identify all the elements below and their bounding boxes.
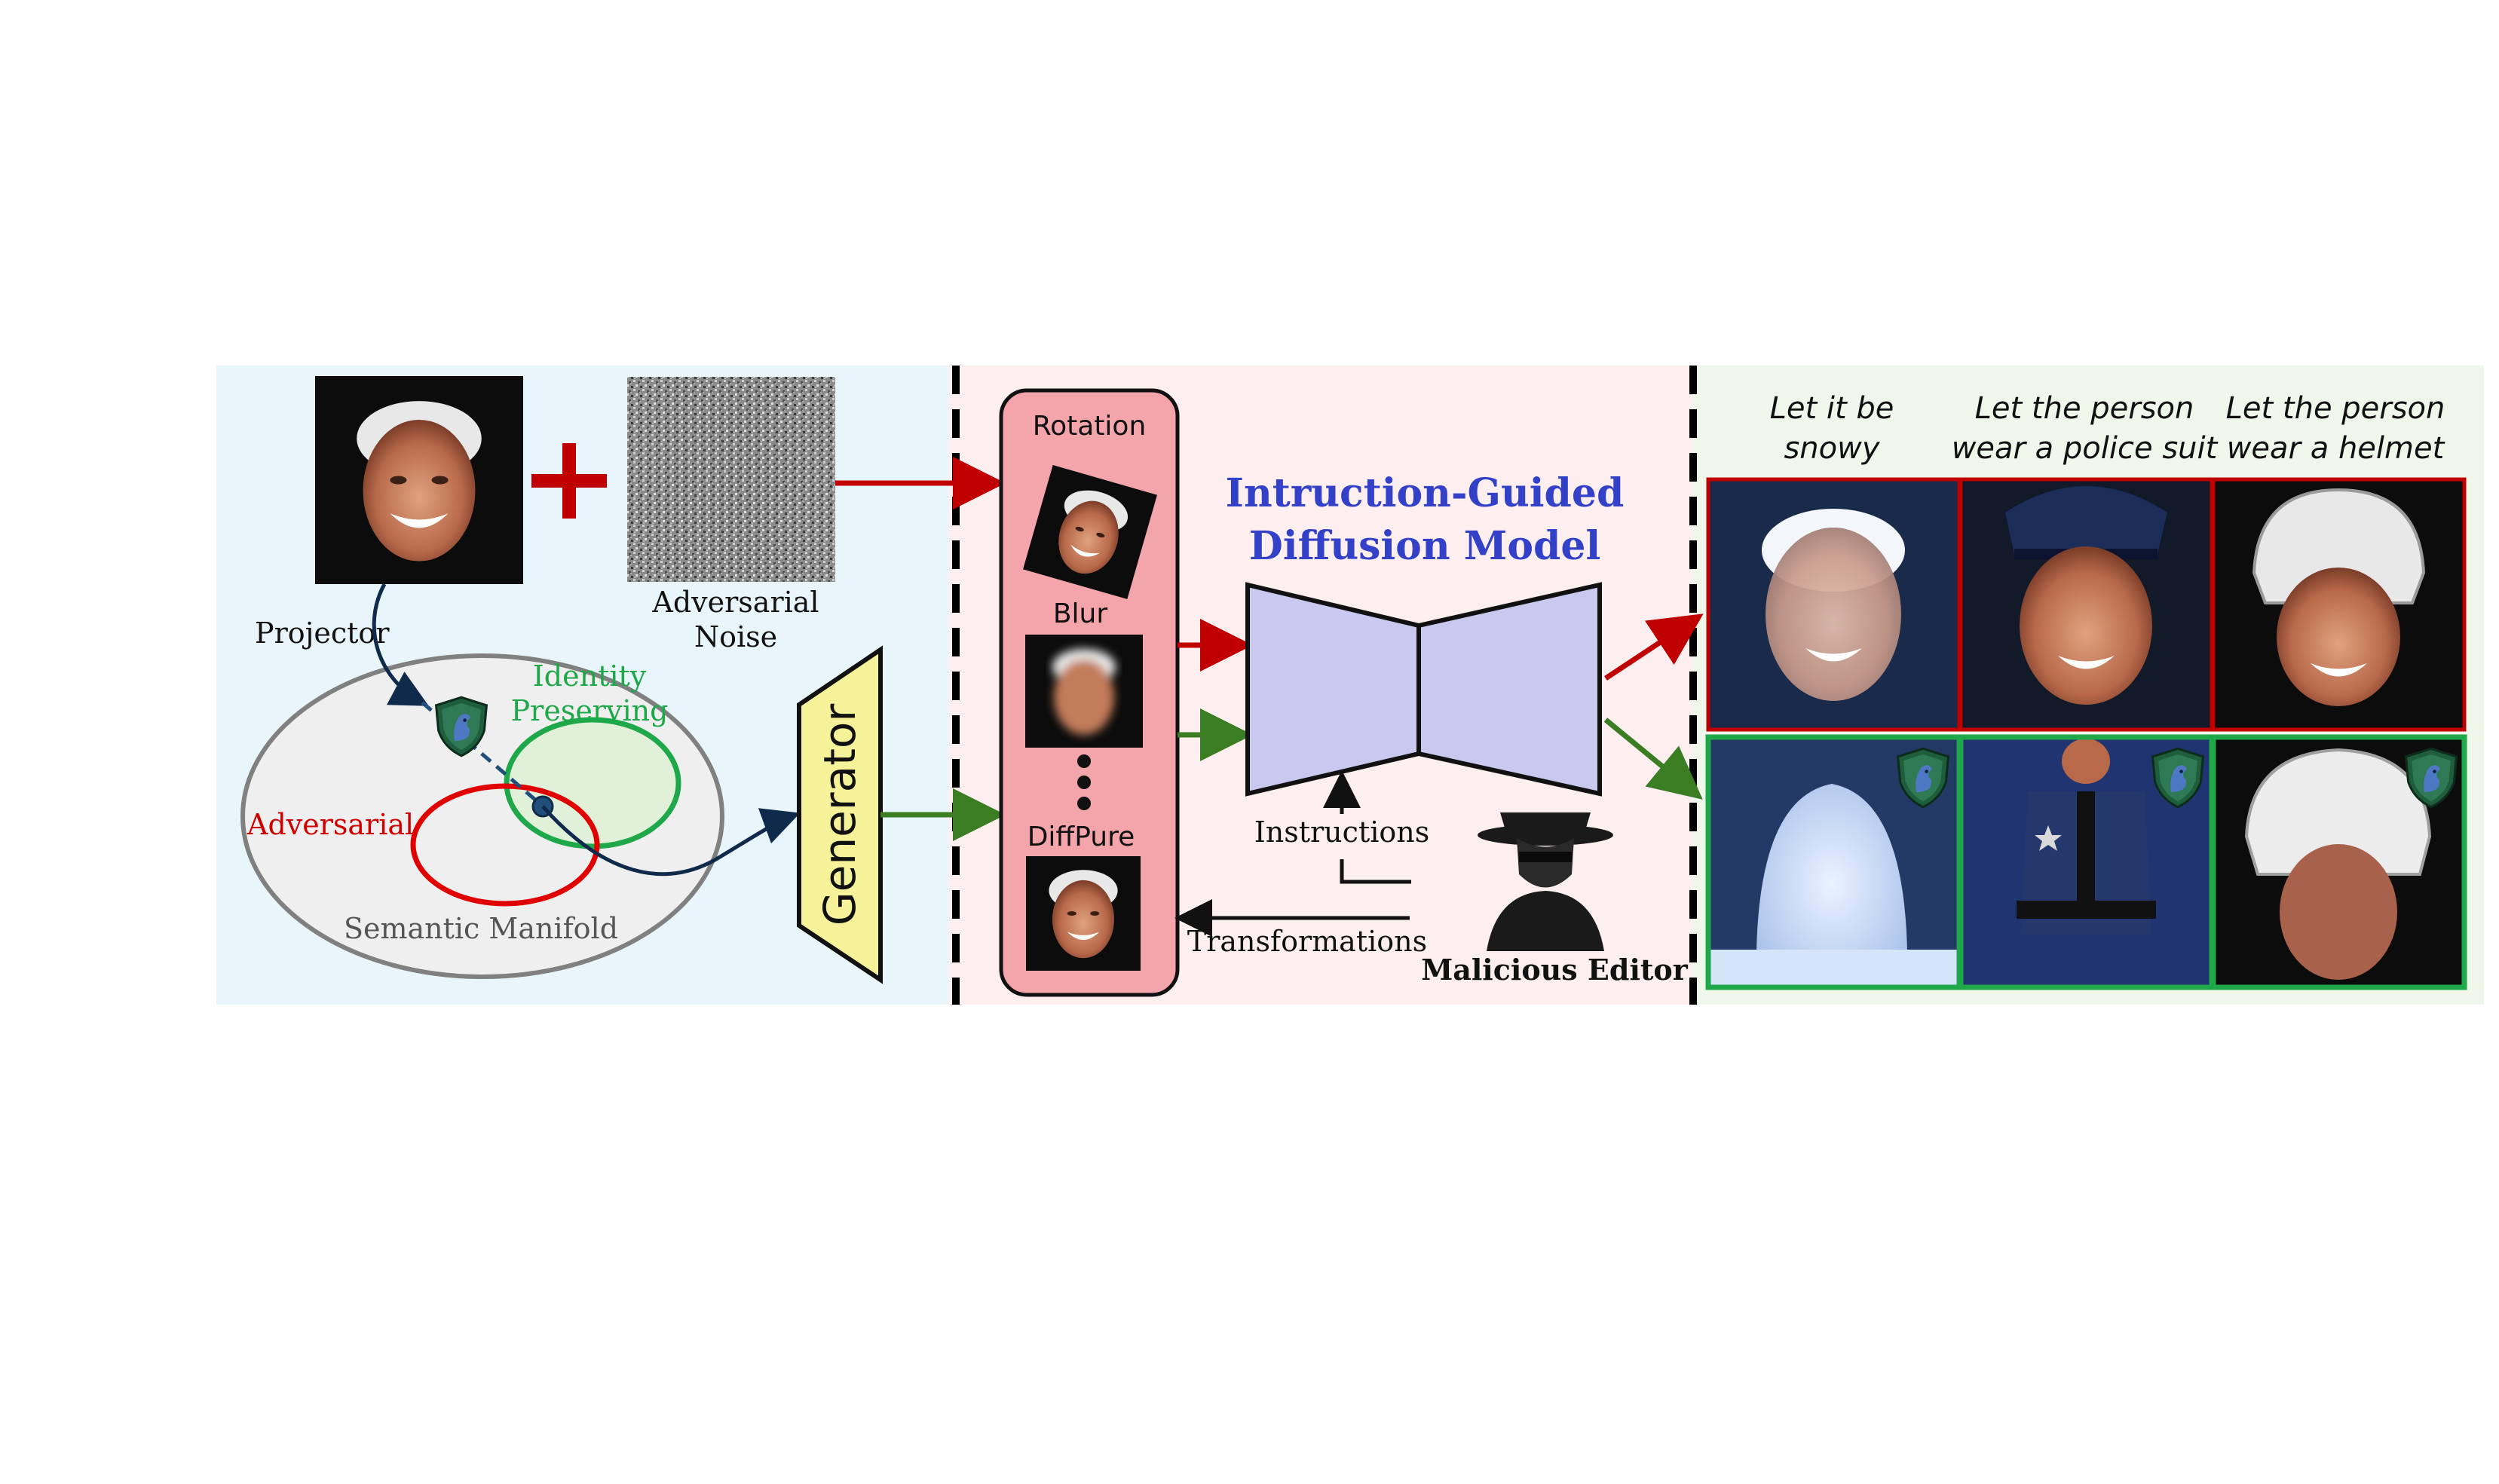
model-title-2: Diffusion Model	[1249, 523, 1600, 569]
generator-block	[797, 645, 883, 984]
instructions-label: Instructions	[1254, 815, 1429, 849]
prompt-2-line-2: wear a police suit	[1952, 431, 2219, 466]
blurred-face-image	[1025, 635, 1143, 748]
ellipsis-dot-2	[1077, 776, 1091, 789]
editor-to-instructions-line	[1340, 859, 1411, 884]
diffpure-face-image	[1026, 856, 1141, 971]
identity-preserving-label-2: Preserving	[511, 694, 669, 727]
ellipsis-dot-3	[1077, 797, 1091, 810]
blur-label: Blur	[1053, 598, 1108, 629]
red-output-arrow	[1604, 613, 1704, 681]
spy-icon	[1478, 812, 1613, 951]
prompt-2-line-1: Let the person	[1975, 391, 2194, 426]
adversarial-noise-label-1: Adversarial	[651, 586, 819, 619]
diffpure-label: DiffPure	[1027, 822, 1135, 852]
projector-label: Projector	[255, 617, 390, 650]
identity-preserving-label-1: Identity	[533, 659, 647, 693]
adversarial-noise-label-2: Noise	[694, 620, 777, 653]
plus-icon	[531, 443, 607, 519]
protected-output-police	[1958, 734, 2215, 990]
model-title-1: Intruction-Guided	[1226, 470, 1625, 516]
original-face-image	[315, 376, 523, 584]
green-output-arrow	[1603, 718, 1703, 800]
prompt-1-line-1: Let it be	[1770, 391, 1894, 426]
adversarial-label: Adversarial	[247, 808, 414, 841]
protected-output-snowy	[1705, 734, 1962, 990]
transformations-label: Transformations	[1187, 925, 1427, 958]
semantic-manifold-label: Semantic Manifold	[344, 912, 618, 945]
prompt-1-line-2: snowy	[1784, 431, 1880, 466]
latent-to-generator-arrow	[541, 805, 801, 876]
prompt-3-line-2: wear a helmet	[2227, 431, 2445, 466]
adversarial-output-police	[1958, 477, 2214, 732]
adversarial-noise-image	[627, 377, 835, 582]
editor-label: Malicious Editor	[1421, 953, 1689, 987]
adversarial-output-snowy	[1706, 477, 1962, 732]
generator-label: Generator	[814, 704, 865, 926]
ellipsis-dot-1	[1077, 754, 1091, 768]
diffusion-decoder	[1416, 582, 1602, 797]
adversarial-output-helmet	[2211, 477, 2467, 732]
projector-arrow	[372, 583, 429, 706]
prompt-3-line-1: Let the person	[2226, 391, 2445, 426]
adversarial-region	[410, 783, 600, 907]
rotation-label: Rotation	[1033, 411, 1147, 442]
